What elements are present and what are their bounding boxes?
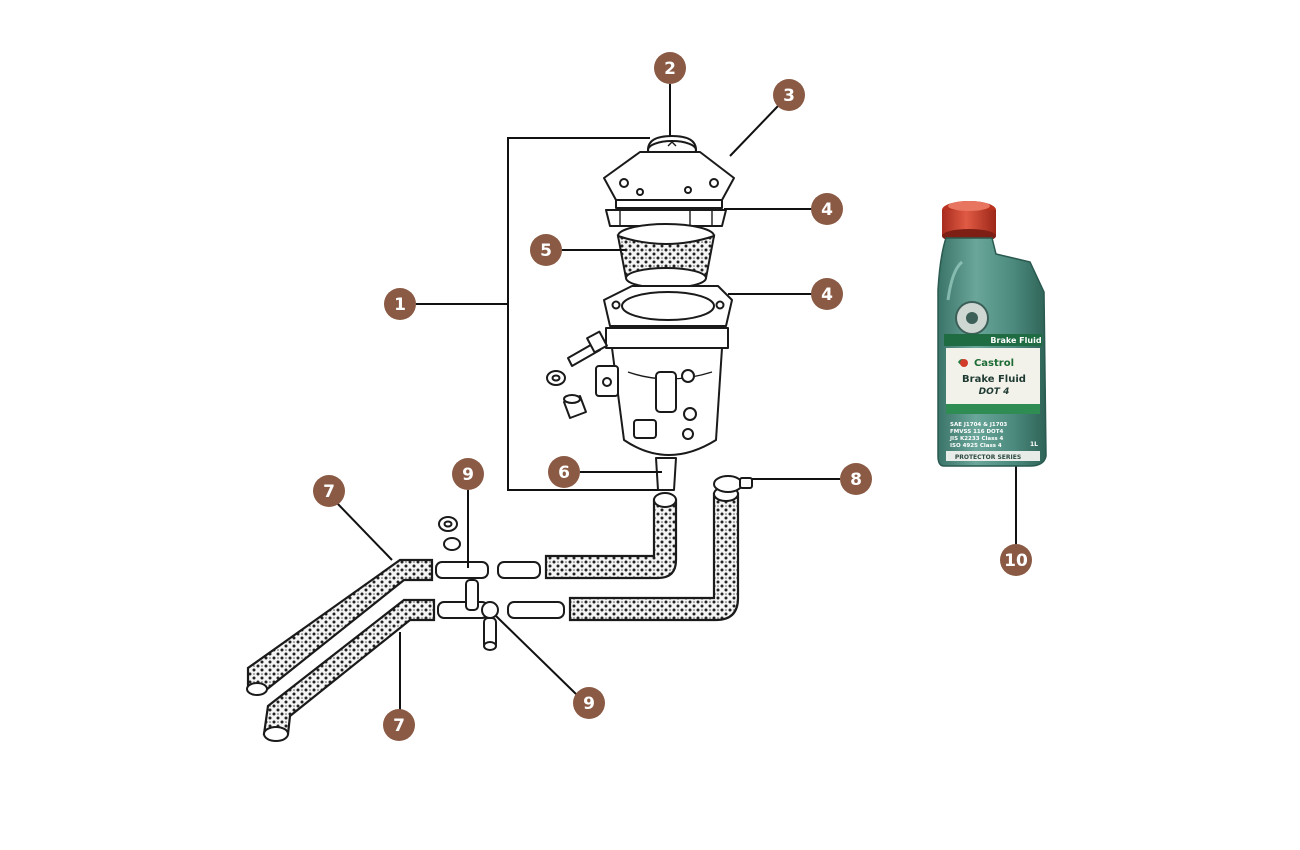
bottle-series: PROTECTOR SERIES [955,454,1021,461]
top-cover-plate [603,151,735,209]
reservoir-flange [605,327,729,349]
bottle-product-name: Brake Fluid [962,374,1026,385]
svg-text:9: 9 [462,465,474,485]
callout-1: 1 [384,288,416,320]
svg-text:2: 2 [664,59,676,79]
leader-lines [335,84,1017,710]
svg-text:6: 6 [558,463,570,483]
svg-text:4: 4 [821,285,833,305]
loose-washers [438,516,461,551]
mounting-nut [546,370,566,386]
svg-text:7: 7 [323,482,335,502]
connector-pipe-lower-right [507,601,565,619]
callout-2: 2 [654,52,686,84]
mounting-spacer [563,394,587,419]
bottle-cap [942,201,996,243]
callout-10: 10 [1000,544,1032,576]
callout-4-upper: 4 [811,193,843,225]
reservoir-body [595,347,723,456]
outlet-spigot [655,457,677,491]
brake-fluid-bottle: Brake Fluid Castrol Brake Fluid DOT 4 SA… [937,201,1047,467]
disc-brake-emblem-icon [955,301,989,335]
bottle-volume: 1L [1030,441,1038,448]
reservoir-assembly [546,135,735,491]
bottle-spec-line-1: SAE J1704 & J1703 [950,422,1007,428]
connector-pipe-upper-right [497,561,541,579]
bottle-brand: Castrol [974,358,1014,369]
callout-8: 8 [840,463,872,495]
connector-pipe-upper-left [435,561,489,579]
bottle-band-text: Brake Fluid [990,336,1041,345]
tee-piece [465,579,499,651]
svg-text:4: 4 [821,200,833,220]
svg-text:8: 8 [850,470,862,490]
svg-text:3: 3 [783,86,795,106]
svg-text:1: 1 [394,295,406,315]
bottle-spec-line-3: JIS K2233 Class 4 [949,436,1004,442]
bottle-spec-line-2: FMVSS 116 DOT4 [950,429,1003,435]
callout-9-lower: 9 [573,687,605,719]
upper-gasket [605,209,727,227]
callout-5: 5 [530,234,562,266]
svg-text:5: 5 [540,241,552,261]
hose-left-upper [246,558,434,696]
hose-right-upper [544,492,678,580]
bottle-product-grade: DOT 4 [979,387,1010,397]
svg-text:7: 7 [393,716,405,736]
strainer-filter [616,223,716,289]
callout-4-lower: 4 [811,278,843,310]
connector-pipe-lower-left [437,601,489,619]
lower-gasket [603,285,733,327]
hose-left-lower [262,598,436,742]
callout-6: 6 [548,456,580,488]
hose-clip [713,475,753,493]
callout-7-lower: 7 [383,709,415,741]
callout-7-upper: 7 [313,475,345,507]
callout-9-upper: 9 [452,458,484,490]
callout-3: 3 [773,79,805,111]
castrol-logo-icon [958,359,968,367]
mounting-bolt [567,330,608,367]
svg-text:9: 9 [583,694,595,714]
bottle-spec-line-4: ISO 4925 Class 4 [950,443,1002,449]
svg-text:10: 10 [1004,551,1028,571]
